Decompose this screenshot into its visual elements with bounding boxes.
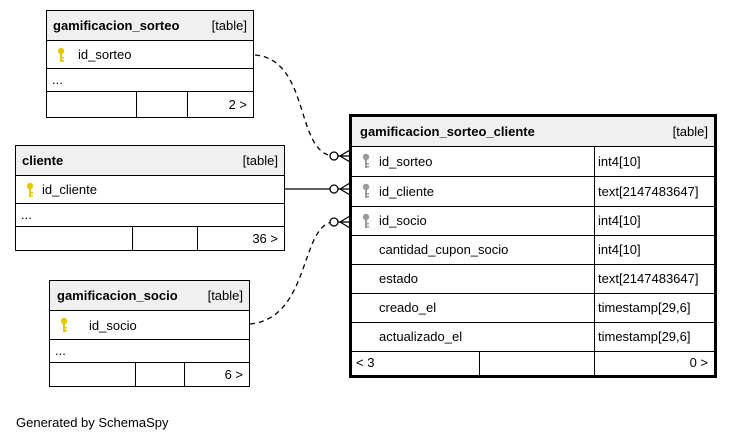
column-type: int4[10]	[598, 213, 641, 228]
crowfoot-cliente	[329, 182, 351, 196]
foreign-key-icon	[362, 213, 370, 229]
crowfoot-socio	[329, 215, 351, 229]
generated-by-footer: Generated by SchemaSpy	[16, 415, 169, 430]
table-header: gamificacion_sorteo [table]	[47, 11, 253, 41]
table-name: gamificacion_socio	[57, 288, 178, 303]
ellipsis: ...	[52, 72, 63, 87]
child-count[interactable]: 6 >	[224, 367, 243, 382]
foreign-key-icon	[362, 153, 370, 169]
edge-sorteo-to-sorteo-cliente	[254, 54, 333, 157]
column-name: id_cliente	[379, 184, 434, 199]
column-row-cantidad-cupon-socio: cantidad_cupon_socio int4[10]	[352, 236, 714, 265]
column-name: creado_el	[379, 300, 437, 315]
column-type: timestamp[29,6]	[598, 300, 691, 315]
table-cliente[interactable]: cliente [table] id_cliente ... 36 >	[15, 145, 285, 251]
ellipsis: ...	[55, 343, 66, 358]
edge-socio-to-sorteo-cliente	[249, 221, 333, 325]
table-tag: [table]	[207, 288, 243, 303]
table-name: gamificacion_sorteo	[53, 18, 180, 33]
table-footer: < 3 0 >	[352, 352, 714, 375]
column-name: id_socio	[379, 213, 427, 228]
table-name: gamificacion_sorteo_cliente	[360, 124, 535, 139]
column-row: id_cliente	[16, 176, 284, 204]
ellipsis-row: ...	[50, 340, 249, 363]
table-header: cliente [table]	[16, 146, 284, 176]
column-name: actualizado_el	[379, 329, 463, 344]
column-row-id-cliente: id_cliente text[2147483647]	[352, 177, 714, 207]
table-tag: [table]	[211, 18, 247, 33]
column-name: estado	[379, 271, 419, 286]
primary-key-icon	[26, 182, 34, 198]
table-footer: 2 >	[47, 92, 253, 117]
ellipsis-row: ...	[47, 69, 253, 92]
table-tag: [table]	[242, 153, 278, 168]
column-name: cantidad_cupon_socio	[379, 242, 509, 257]
ellipsis: ...	[21, 207, 32, 222]
column-row-estado: estado text[2147483647]	[352, 265, 714, 294]
column-name: id_cliente	[42, 182, 97, 197]
table-tag: [table]	[672, 124, 708, 139]
child-count[interactable]: 36 >	[252, 231, 278, 246]
table-header: gamificacion_sorteo_cliente [table]	[352, 117, 714, 147]
column-row: id_socio	[50, 311, 249, 340]
column-type: text[2147483647]	[598, 271, 699, 286]
column-row-creado-el: creado_el timestamp[29,6]	[352, 294, 714, 323]
column-row-id-socio: id_socio int4[10]	[352, 207, 714, 236]
table-name: cliente	[22, 153, 64, 168]
column-name: id_socio	[89, 318, 137, 333]
column-name: id_sorteo	[379, 154, 433, 169]
table-header: gamificacion_socio [table]	[50, 281, 249, 311]
ellipsis-row: ...	[16, 204, 284, 227]
primary-key-icon	[57, 47, 65, 63]
table-gamificacion-sorteo-cliente[interactable]: gamificacion_sorteo_cliente [table] id_s…	[349, 114, 717, 378]
column-type: timestamp[29,6]	[598, 329, 691, 344]
column-row: id_sorteo	[47, 41, 253, 69]
table-gamificacion-socio[interactable]: gamificacion_socio [table] id_socio ... …	[49, 280, 250, 387]
child-count[interactable]: 0 >	[689, 355, 708, 370]
table-footer: 6 >	[50, 363, 249, 386]
column-name: id_sorteo	[78, 47, 132, 62]
table-gamificacion-sorteo[interactable]: gamificacion_sorteo [table] id_sorteo ..…	[46, 10, 254, 118]
parent-count[interactable]: < 3	[356, 355, 375, 370]
column-type: text[2147483647]	[598, 184, 699, 199]
child-count[interactable]: 2 >	[228, 97, 247, 112]
column-row-actualizado-el: actualizado_el timestamp[29,6]	[352, 323, 714, 352]
table-footer: 36 >	[16, 227, 284, 250]
primary-key-icon	[60, 317, 68, 333]
foreign-key-icon	[362, 183, 370, 199]
column-type: int4[10]	[598, 154, 641, 169]
crowfoot-sorteo	[329, 149, 351, 163]
column-type: int4[10]	[598, 242, 641, 257]
column-row-id-sorteo: id_sorteo int4[10]	[352, 147, 714, 177]
